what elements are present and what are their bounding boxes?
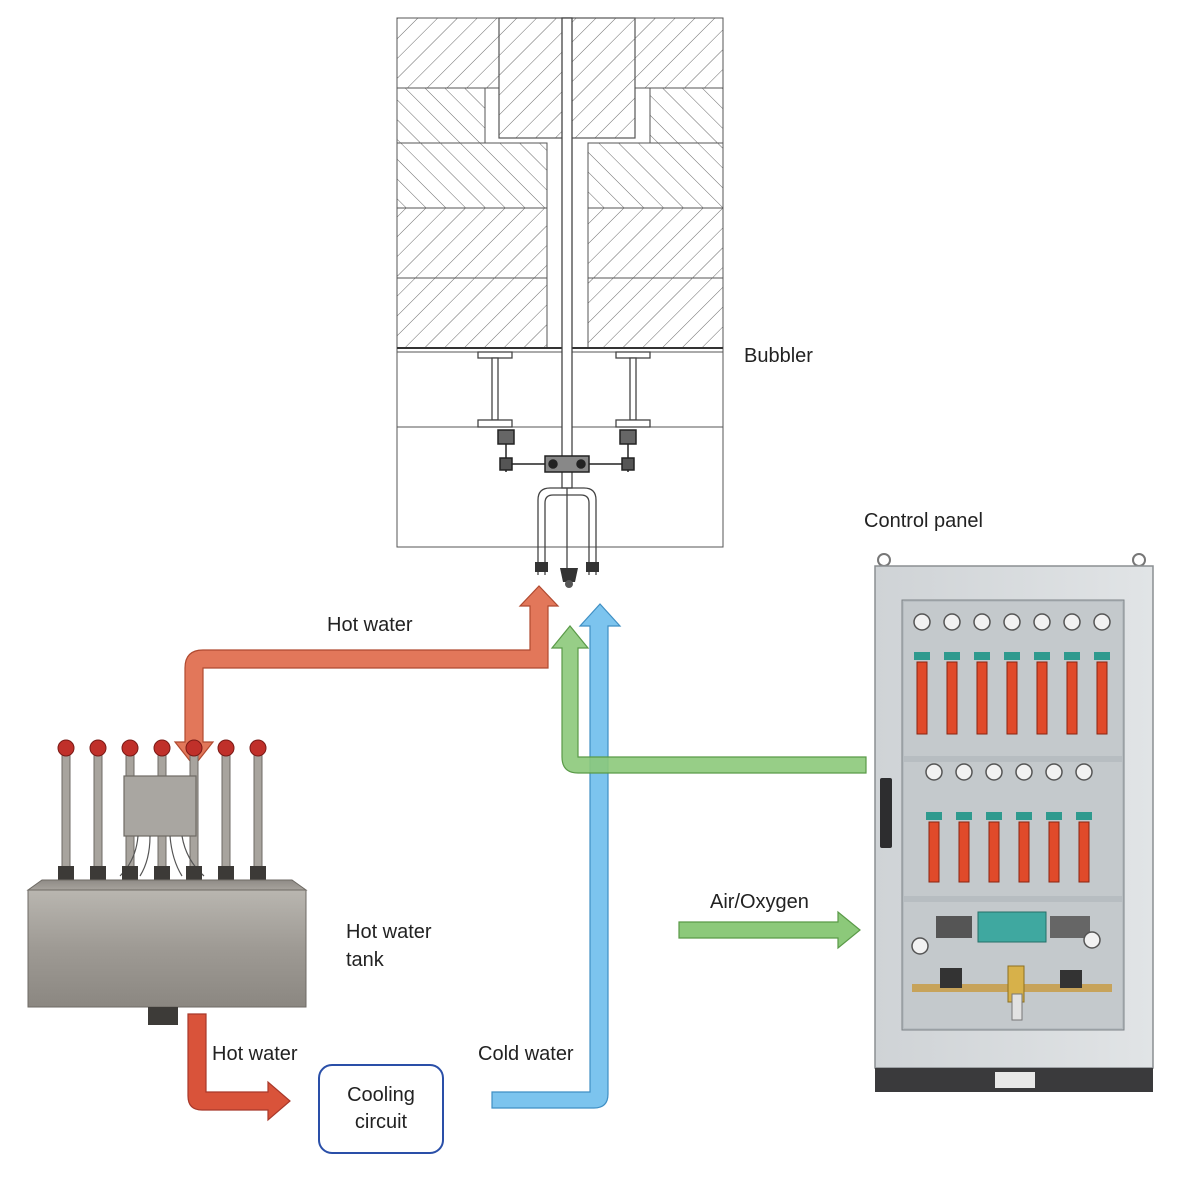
hot-water-arrow-top [173, 585, 560, 767]
cooling-circuit-label-line1: Cooling [347, 1084, 415, 1106]
hot-water-arrow-bottom [187, 1013, 291, 1122]
hot-water-top-label: Hot water [327, 614, 413, 636]
cooling-circuit-label-line2: circuit [354, 1111, 408, 1133]
bubbler-drawing [396, 17, 724, 588]
hot-water-tank-label-line1: Hot water [346, 921, 432, 943]
cold-water-label: Cold water [478, 1043, 574, 1065]
air-oxygen-arrow [678, 910, 861, 950]
control-panel-label: Control panel [864, 510, 983, 532]
air-oxygen-label: Air/Oxygen [710, 891, 809, 913]
control-panel-photo [874, 553, 1154, 1092]
hot-water-tank-photo [26, 739, 308, 1025]
hot-water-bottom-label: Hot water [212, 1043, 298, 1065]
bubbler-label: Bubbler [744, 345, 813, 367]
air-oxygen-feed-arrow [550, 625, 867, 774]
cold-water-arrow [491, 603, 622, 1109]
hot-water-tank-label-line2: tank [346, 949, 384, 971]
cooling-circuit-box: Cooling circuit [318, 1064, 444, 1154]
